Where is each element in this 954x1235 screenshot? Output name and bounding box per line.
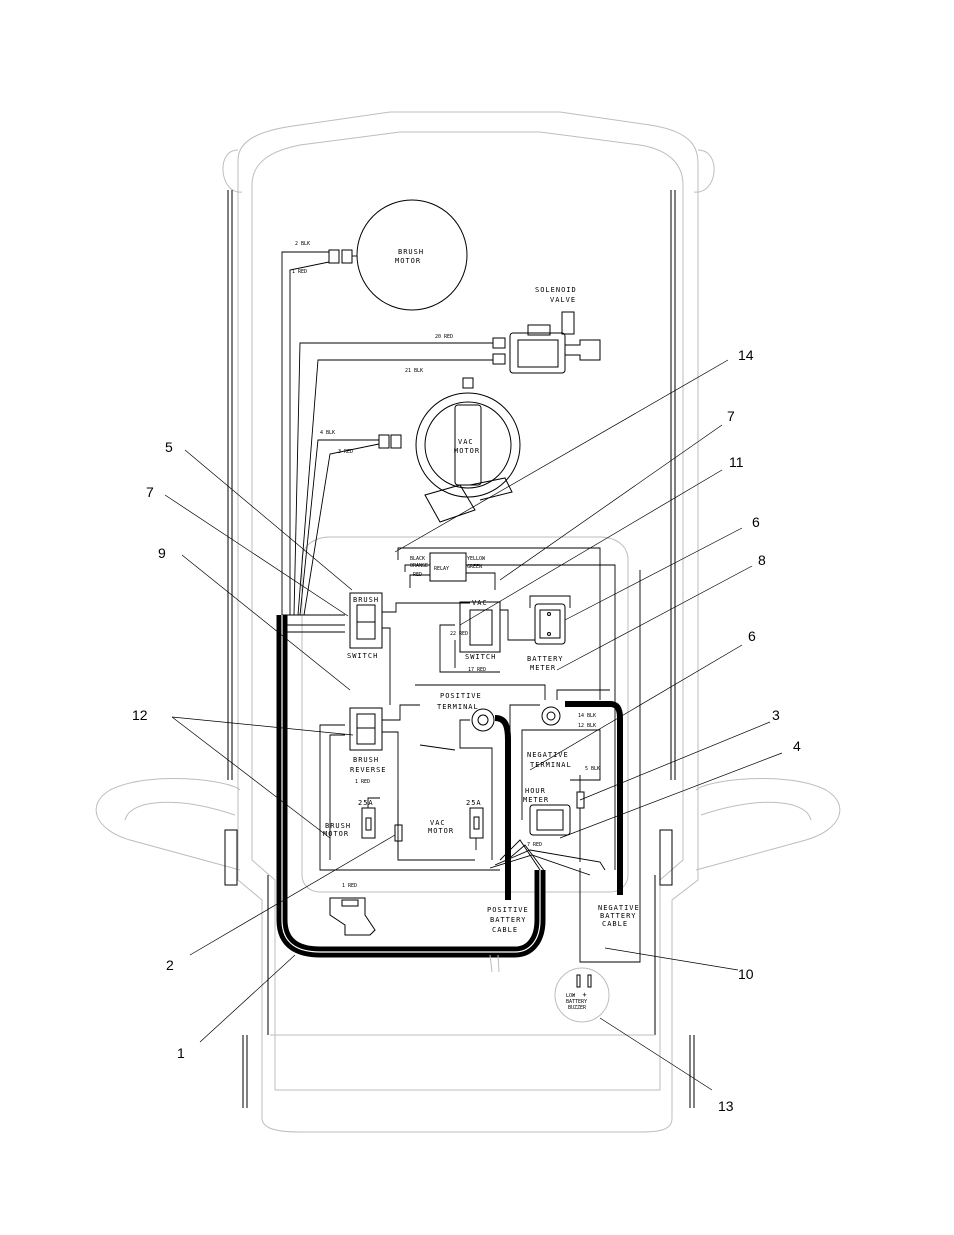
svg-text:1 RED: 1 RED	[355, 779, 370, 785]
brush-switch: BRUSH SWITCH	[282, 592, 470, 705]
battery-meter: BATTERY METER	[500, 595, 571, 672]
svg-text:20 RED: 20 RED	[435, 334, 453, 340]
svg-text:VAC: VAC	[458, 438, 474, 446]
callout-6-lower: 6	[748, 628, 756, 644]
callout-11: 11	[729, 454, 744, 470]
svg-text:BRUSH: BRUSH	[398, 248, 424, 256]
svg-text:BATTERY: BATTERY	[527, 655, 564, 663]
callout-4: 4	[793, 738, 801, 754]
svg-text:12 BLK: 12 BLK	[578, 723, 596, 729]
callout-9: 9	[158, 545, 166, 561]
svg-text:NEGATIVE: NEGATIVE	[598, 904, 640, 912]
lower-wires: 1 RED	[342, 570, 641, 963]
svg-text:LOW: LOW	[566, 993, 576, 999]
svg-text:1 RED: 1 RED	[342, 883, 357, 889]
svg-text:VALVE: VALVE	[550, 296, 576, 304]
svg-text:BATTERY: BATTERY	[490, 916, 527, 924]
brush-motor-fuse: 25A BRUSH MOTOR	[323, 797, 380, 839]
svg-text:SWITCH: SWITCH	[347, 652, 378, 660]
svg-text:TERMINAL: TERMINAL	[437, 703, 479, 711]
machine-outline	[95, 111, 841, 1133]
svg-text:CABLE: CABLE	[492, 926, 518, 934]
callout-5: 5	[165, 439, 173, 455]
svg-text:HOUR: HOUR	[525, 787, 546, 795]
svg-text:REVERSE: REVERSE	[350, 766, 387, 774]
vac-switch: VAC SWITCH 22 RED 17 RED	[439, 599, 501, 673]
svg-text:21 BLK: 21 BLK	[405, 368, 423, 374]
svg-text:17 RED: 17 RED	[468, 667, 486, 673]
svg-text:GREEN: GREEN	[467, 564, 482, 570]
svg-text:BATTERY: BATTERY	[600, 912, 637, 920]
svg-text:ORANGE: ORANGE	[410, 563, 428, 569]
callout-7-right: 7	[727, 408, 735, 424]
svg-text:25A: 25A	[466, 799, 482, 807]
svg-text:METER: METER	[523, 796, 549, 804]
callout-14: 14	[738, 347, 754, 363]
svg-text:25A: 25A	[358, 799, 374, 807]
negative-battery-cable: NEGATIVE BATTERY CABLE	[565, 701, 640, 928]
svg-text:2 BLK: 2 BLK	[295, 241, 310, 247]
svg-text:SOLENOID: SOLENOID	[535, 286, 577, 294]
svg-text:4 BLK: 4 BLK	[320, 430, 335, 436]
svg-text:BRUSH: BRUSH	[353, 756, 379, 764]
vac-motor: VAC MOTOR	[378, 377, 521, 523]
svg-text:BRUSH: BRUSH	[353, 596, 379, 604]
svg-text:NEGATIVE: NEGATIVE	[527, 751, 569, 759]
brush-reverse-switch: BRUSH REVERSE 1 RED	[319, 704, 500, 871]
hour-meter-fuse	[576, 775, 585, 862]
svg-text:RELAY: RELAY	[434, 566, 449, 572]
svg-text:5 BLK: 5 BLK	[585, 766, 600, 772]
svg-text:POSITIVE: POSITIVE	[440, 692, 482, 700]
positive-battery-cable: POSITIVE BATTERY CABLE	[487, 715, 529, 973]
svg-text:TERMINAL: TERMINAL	[530, 761, 572, 769]
svg-text:BRUSH: BRUSH	[325, 822, 351, 830]
relay: RELAY BLACK ORANGE RED YELLOW GREEN	[397, 547, 616, 870]
solenoid-valve: SOLENOID VALVE	[492, 286, 601, 374]
svg-text:VAC: VAC	[430, 819, 446, 827]
svg-text:BUZZER: BUZZER	[568, 1005, 587, 1011]
svg-text:VAC: VAC	[472, 599, 488, 607]
svg-text:BLACK: BLACK	[410, 556, 425, 562]
svg-text:22 RED: 22 RED	[450, 631, 468, 637]
svg-text:CABLE: CABLE	[602, 920, 628, 928]
callout-13: 13	[718, 1098, 734, 1114]
inline-fuse-2	[394, 800, 403, 858]
svg-text:7 RED: 7 RED	[527, 842, 542, 848]
svg-text:SWITCH: SWITCH	[465, 653, 496, 661]
callout-12: 12	[132, 707, 148, 723]
svg-text:14 BLK: 14 BLK	[578, 713, 596, 719]
svg-text:POSITIVE: POSITIVE	[487, 906, 529, 914]
low-battery-buzzer: - + LOW BATTERY BUZZER	[554, 967, 610, 1023]
callout-7-left: 7	[146, 484, 154, 500]
callout-10: 10	[738, 966, 754, 982]
svg-text:3 RED: 3 RED	[338, 449, 353, 455]
svg-text:1 RED: 1 RED	[292, 269, 307, 275]
svg-text:BATTERY: BATTERY	[566, 999, 587, 1005]
svg-text:MOTOR: MOTOR	[395, 257, 421, 265]
svg-text:METER: METER	[530, 664, 556, 672]
svg-text:MOTOR: MOTOR	[428, 827, 454, 835]
upper-wires: 2 BLK 1 RED 20 RED 21 BLK 4 BLK 3 RED	[281, 241, 493, 616]
hour-meter: HOUR METER 7 RED	[521, 729, 601, 848]
svg-text:MOTOR: MOTOR	[454, 447, 480, 455]
vac-motor-fuse: 25A VAC MOTOR	[428, 799, 484, 850]
svg-text:MOTOR: MOTOR	[323, 830, 349, 838]
wire-harness	[276, 615, 546, 958]
svg-text:- +: - +	[572, 991, 588, 999]
callout-3: 3	[772, 707, 780, 723]
bottom-connector	[329, 897, 376, 936]
callout-8: 8	[758, 552, 766, 568]
positive-terminal: POSITIVE TERMINAL	[419, 692, 495, 860]
svg-text:YELLOW: YELLOW	[467, 556, 486, 562]
brush-motor: BRUSH MOTOR	[328, 199, 468, 311]
callout-2: 2	[166, 957, 174, 973]
callouts: 14 7 11 6 8 6 3 4 10 13 5 7 9 12 2 1	[132, 347, 801, 1114]
leader-lines	[164, 359, 783, 1091]
callout-1: 1	[177, 1045, 185, 1061]
callout-6-upper: 6	[752, 514, 760, 530]
